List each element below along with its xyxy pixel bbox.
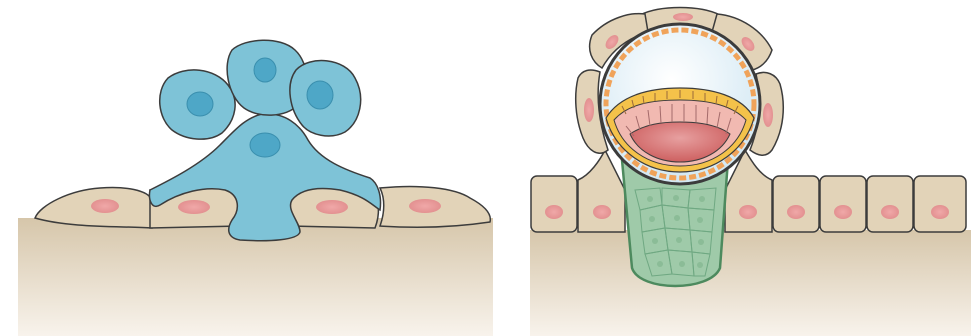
right-panel [530, 8, 971, 336]
cell-nucleus-icon [593, 205, 611, 219]
columnar-cell [914, 176, 966, 232]
cell-nucleus-icon [763, 103, 773, 127]
cell-nucleus-icon [931, 205, 949, 219]
invading-cell [290, 61, 361, 136]
stroma-right [530, 230, 971, 336]
cell-nucleus-icon [250, 133, 280, 157]
left-panel [18, 40, 493, 336]
cell-nucleus-icon [739, 205, 757, 219]
columnar-cell [578, 150, 625, 232]
cell-nucleus-icon [409, 199, 441, 213]
epithelial-cell [35, 188, 152, 229]
columnar-cell [820, 176, 866, 232]
columnar-cell [531, 176, 577, 232]
cell-nucleus-icon [187, 92, 213, 116]
columnar-cell [773, 176, 819, 232]
cell-nucleus-icon [254, 58, 276, 82]
cell-nucleus-icon [673, 13, 693, 21]
invading-cell [160, 70, 235, 139]
cell-nucleus-icon [545, 205, 563, 219]
columnar-cell [867, 176, 913, 232]
cell-nucleus-icon [881, 205, 899, 219]
cell-nucleus-icon [307, 81, 333, 109]
cell-nucleus-icon [316, 200, 348, 214]
cell-nucleus-icon [178, 200, 210, 214]
cell-nucleus-icon [584, 98, 594, 122]
epithelial-cell [380, 186, 490, 227]
cell-nucleus-icon [787, 205, 805, 219]
cell-nucleus-icon [91, 199, 119, 213]
cell-nucleus-icon [834, 205, 852, 219]
